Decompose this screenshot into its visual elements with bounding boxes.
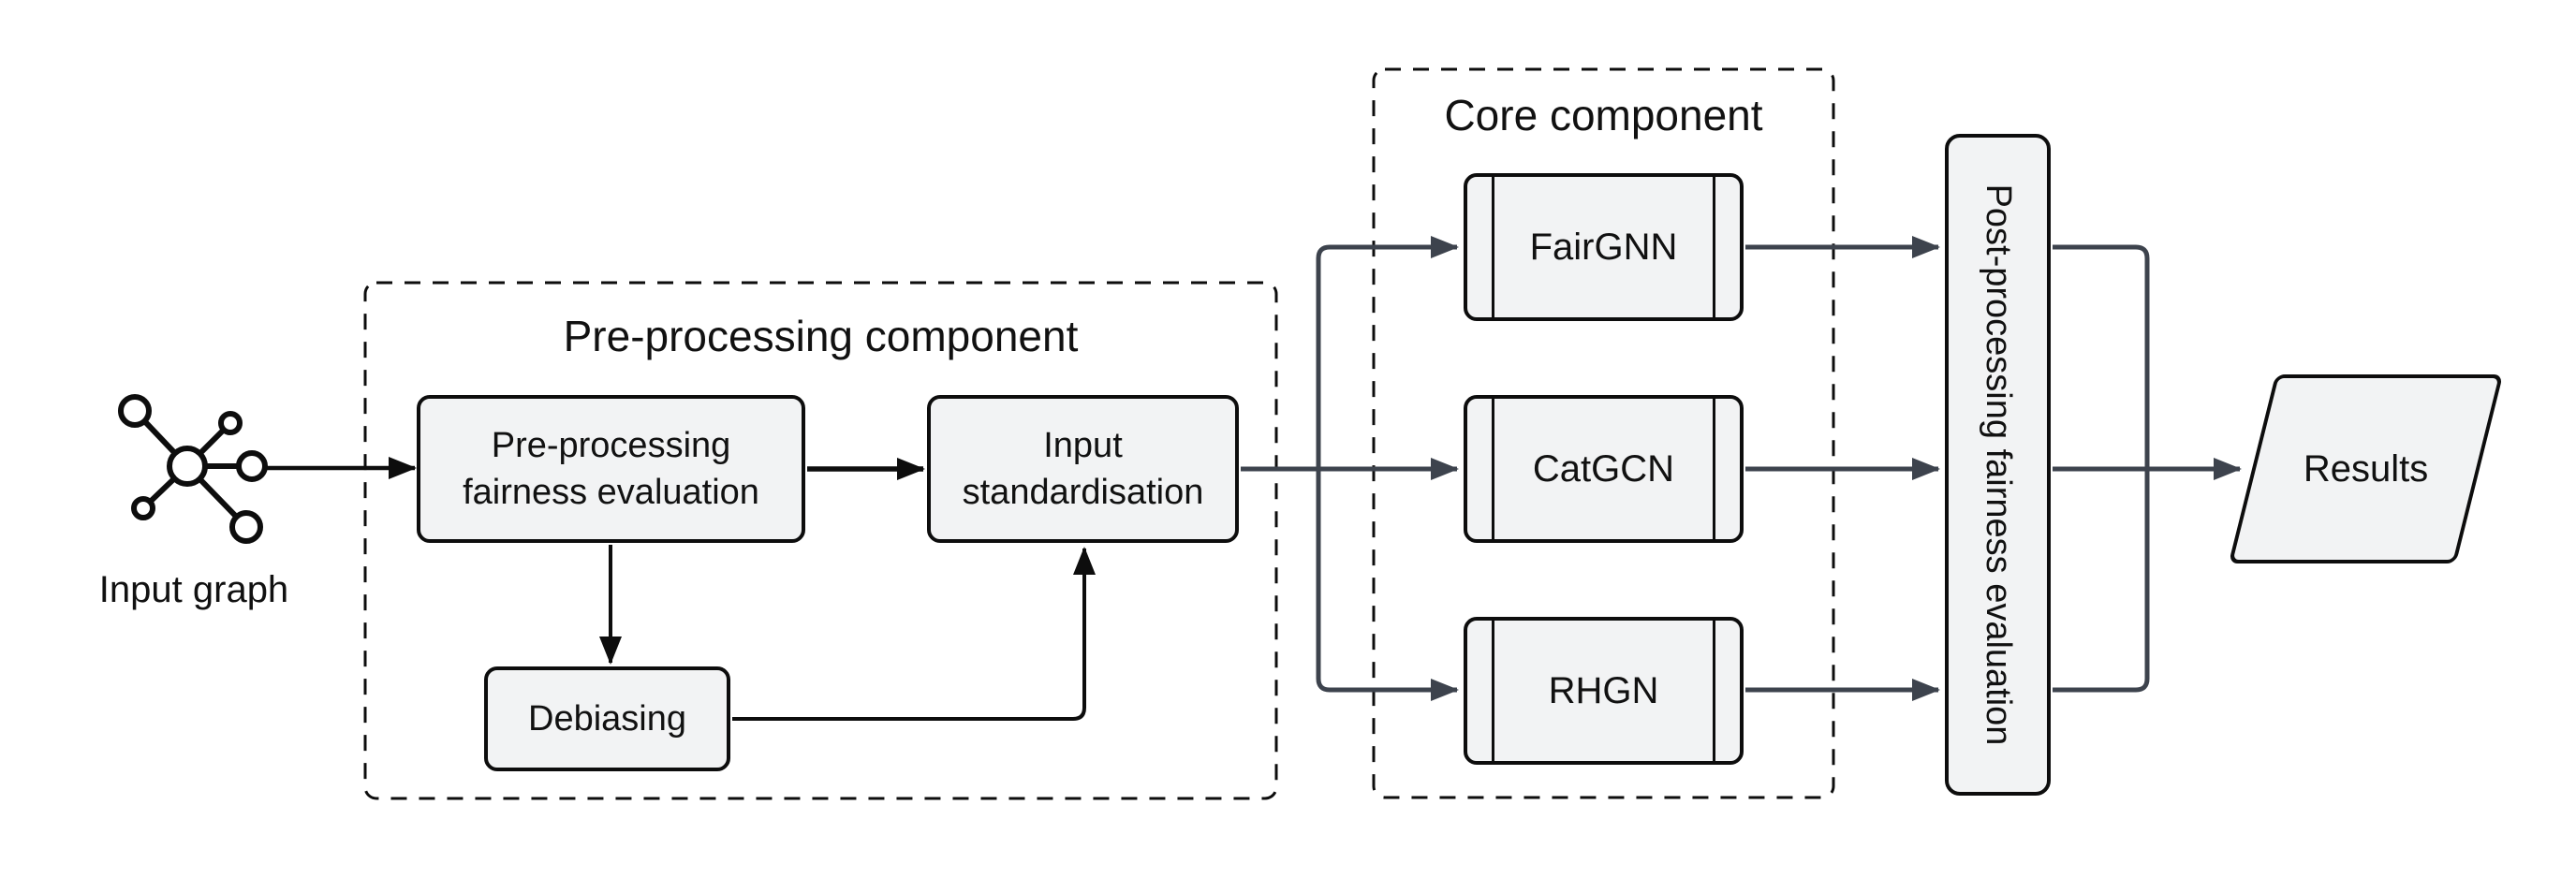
node-postprocessing-fairness-evaluation [1945,134,2051,796]
process-stripe-line [1713,399,1715,539]
node-catgcn: CatGCN [1464,395,1744,543]
edge-branch-to-fairgnn [1316,236,1459,467]
node-label: Pre-processing fairness evaluation [463,425,759,512]
process-stripe-line [1492,399,1494,539]
node-label: CatGCN [1532,447,1675,490]
node-label: Results [2303,447,2429,490]
node-label: RHGN [1548,669,1659,711]
process-stripe-line [1492,177,1494,317]
input-graph-caption: Input graph [98,569,289,610]
node-results: Results [2228,374,2504,563]
edge-debiasing-to-standardisation [732,547,1096,721]
input-graph-icon [118,394,268,544]
black-connectors [265,457,1096,721]
preprocessing-group-title: Pre-processing component [563,312,1079,360]
node-rhgn: RHGN [1464,617,1744,765]
node-fairgnn: FairGNN [1464,173,1744,321]
process-stripe-line [1713,177,1715,317]
gray-connectors [1241,236,2242,701]
edge-branch-to-rhgn [1316,471,1459,701]
node-input-standardisation: Input standardisation [927,395,1239,543]
process-stripe-line [1492,621,1494,761]
node-label: Input standardisation [962,425,1204,512]
node-debiasing: Debiasing [484,666,730,771]
node-preprocessing-fairness-evaluation: Pre-processing fairness evaluation [417,395,805,543]
node-label: Debiasing [528,698,686,739]
postprocessing-label: Post-processing fairness evaluation [1979,183,2018,746]
edge-post-merge-bottom [2053,471,2150,693]
node-label: FairGNN [1529,226,1678,268]
edge-post-merge-top [2053,244,2150,467]
core-group-title: Core component [1444,91,1763,139]
process-stripe-line [1713,621,1715,761]
preprocessing-group-frame [363,281,1278,800]
